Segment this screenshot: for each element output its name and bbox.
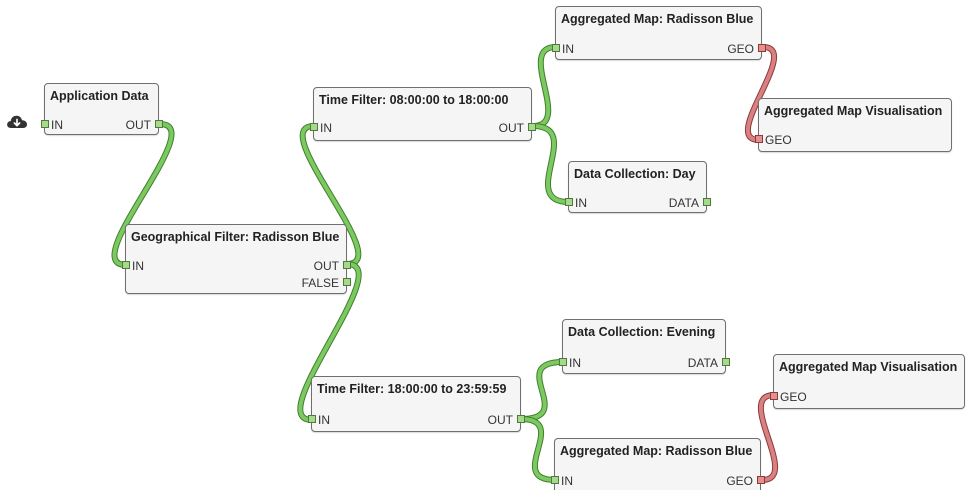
port-label: IN <box>569 356 581 370</box>
wire-timeevening-to-dcevening-outline <box>518 359 566 422</box>
port-label: IN <box>51 118 63 132</box>
port-connector[interactable] <box>758 44 766 52</box>
geo-input-port[interactable]: GEO <box>770 390 807 404</box>
output-port[interactable]: OUT <box>125 118 163 132</box>
port-label: OUT <box>487 413 513 427</box>
data-output-port[interactable]: DATA <box>687 356 730 370</box>
geo-input-port[interactable]: GEO <box>755 133 792 147</box>
node-time-filter-day[interactable]: Time Filter: 08:00:00 to 18:00:00 IN OUT <box>310 87 536 141</box>
node-title: Aggregated Map Visualisation <box>764 104 943 118</box>
port-label: IN <box>561 474 573 488</box>
port-connector[interactable] <box>528 123 536 131</box>
port-connector[interactable] <box>310 123 318 131</box>
port-label: OUT <box>313 259 339 273</box>
input-port[interactable]: IN <box>310 121 332 135</box>
node-aggregated-map-visualisation-bottom[interactable]: Aggregated Map Visualisation GEO <box>770 354 965 409</box>
port-connector[interactable] <box>343 261 351 269</box>
output-port[interactable]: OUT <box>498 121 536 135</box>
node-data-collection-evening[interactable]: Data Collection: Evening IN DATA <box>559 319 730 374</box>
port-connector[interactable] <box>703 198 711 206</box>
port-label: IN <box>562 42 574 56</box>
port-label: IN <box>320 121 332 135</box>
node-title: Time Filter: 18:00:00 to 23:59:59 <box>317 382 507 396</box>
port-connector[interactable] <box>551 476 559 484</box>
wire-timeday-to-dcday[interactable] <box>531 124 571 204</box>
port-connector[interactable] <box>757 476 765 484</box>
input-port[interactable]: IN <box>565 196 587 210</box>
node-title: Aggregated Map: Radisson Blue <box>560 444 753 458</box>
port-connector[interactable] <box>343 278 351 286</box>
wire-timeevening-to-aggmap-outline <box>518 416 558 483</box>
false-port[interactable]: FALSE <box>301 276 351 290</box>
node-time-filter-evening[interactable]: Time Filter: 18:00:00 to 23:59:59 IN OUT <box>308 376 525 432</box>
output-port[interactable]: OUT <box>313 259 351 273</box>
port-label: FALSE <box>301 276 339 290</box>
node-aggregated-map-bottom[interactable]: Aggregated Map: Radisson Blue IN GEO <box>551 438 765 490</box>
port-connector[interactable] <box>755 135 763 143</box>
input-port[interactable]: IN <box>551 474 573 488</box>
geo-output-port[interactable]: GEO <box>726 474 765 488</box>
port-label: DATA <box>668 196 699 210</box>
input-port[interactable]: IN <box>559 356 581 370</box>
node-title: Geographical Filter: Radisson Blue <box>131 230 340 244</box>
data-output-port[interactable]: DATA <box>668 196 711 210</box>
port-label: GEO <box>726 474 753 488</box>
input-port[interactable]: IN <box>308 413 330 427</box>
port-connector[interactable] <box>722 358 730 366</box>
port-label: IN <box>318 413 330 427</box>
wire-timeday-to-aggmap-outline <box>530 44 559 129</box>
node-title: Data Collection: Day <box>574 167 696 181</box>
port-connector[interactable] <box>552 44 560 52</box>
output-port[interactable]: OUT <box>487 413 525 427</box>
port-label: IN <box>132 259 144 273</box>
wire-aggmap-to-vis-bottom[interactable] <box>759 393 777 482</box>
port-label: GEO <box>780 390 807 404</box>
port-label: GEO <box>765 133 792 147</box>
node-title: Data Collection: Evening <box>568 325 716 339</box>
node-title: Aggregated Map Visualisation <box>779 360 958 374</box>
geo-output-port[interactable]: GEO <box>727 42 766 56</box>
port-label: OUT <box>498 121 524 135</box>
input-port[interactable]: IN <box>552 42 574 56</box>
wire-aggmap-to-vis-bottom-outline <box>758 392 778 483</box>
wire-timeevening-to-dcevening[interactable] <box>519 360 565 421</box>
port-connector[interactable] <box>770 392 778 400</box>
port-label: IN <box>575 196 587 210</box>
node-data-collection-day[interactable]: Data Collection: Day IN DATA <box>565 161 711 213</box>
input-port[interactable]: IN <box>122 259 144 273</box>
port-connector[interactable] <box>559 358 567 366</box>
port-connector[interactable] <box>565 198 573 206</box>
node-application-data[interactable]: Application Data IN OUT <box>41 83 163 135</box>
wire-timeday-to-aggmap[interactable] <box>531 45 558 128</box>
node-aggregated-map-visualisation-top[interactable]: Aggregated Map Visualisation GEO <box>755 98 952 152</box>
port-connector[interactable] <box>155 120 163 128</box>
port-connector[interactable] <box>517 415 525 423</box>
node-title: Application Data <box>50 89 149 103</box>
port-label: OUT <box>125 118 151 132</box>
node-aggregated-map-top[interactable]: Aggregated Map: Radisson Blue IN GEO <box>552 6 766 60</box>
port-label: GEO <box>727 42 754 56</box>
input-port[interactable]: IN <box>41 118 63 132</box>
port-connector[interactable] <box>41 120 49 128</box>
node-title: Time Filter: 08:00:00 to 18:00:00 <box>319 93 509 107</box>
node-geographical-filter[interactable]: Geographical Filter: Radisson Blue IN OU… <box>122 224 351 294</box>
node-title: Aggregated Map: Radisson Blue <box>561 12 754 26</box>
cloud-download-icon[interactable] <box>6 112 28 130</box>
port-connector[interactable] <box>308 415 316 423</box>
wire-timeevening-to-aggmap[interactable] <box>519 417 557 482</box>
wire-timeday-to-dcday-outline <box>530 123 572 205</box>
port-connector[interactable] <box>122 261 130 269</box>
port-label: DATA <box>687 356 718 370</box>
